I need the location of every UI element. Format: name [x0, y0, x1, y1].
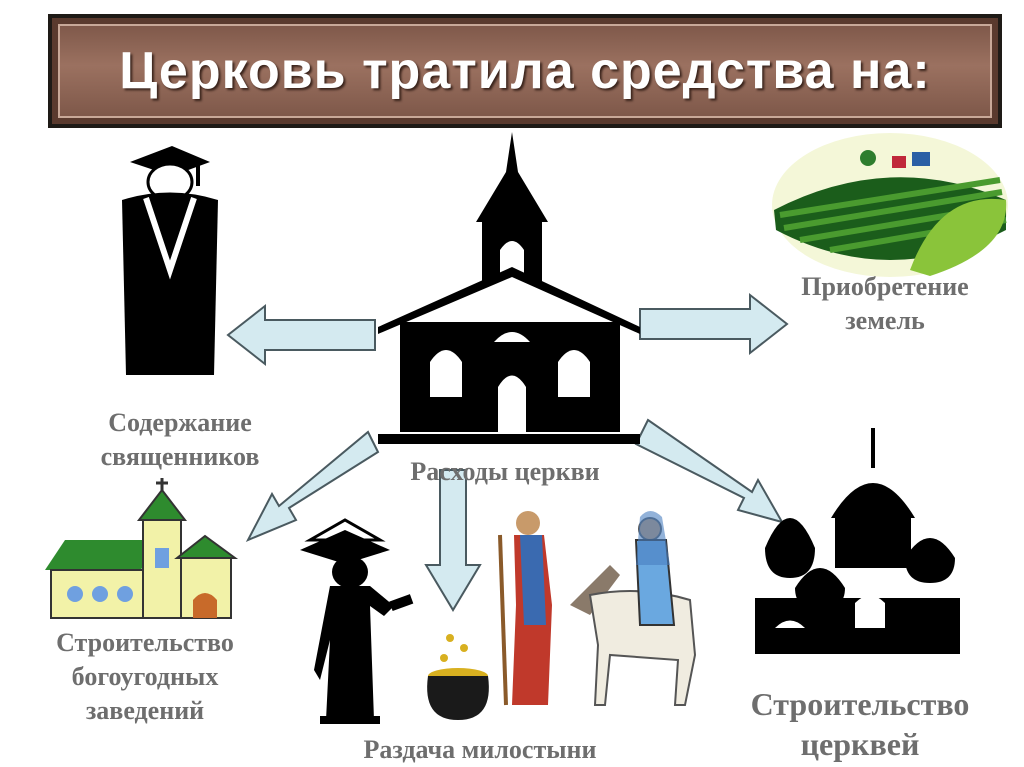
label-churches: Строительство церквей: [710, 684, 1010, 764]
label-alms: Раздача милостыни: [363, 735, 597, 764]
page-title: Церковь тратила средства на:: [119, 42, 931, 100]
gold-pot-icon: [427, 634, 489, 720]
label-priests-line2: священников: [100, 441, 260, 471]
label-churches-line1: Строительство: [750, 686, 970, 722]
cathedral-icon: [755, 428, 960, 654]
title-banner: Церковь тратила средства на:: [48, 14, 1002, 128]
label-lands: Приобретение земель: [760, 270, 1010, 338]
charity-building-icon: [45, 478, 239, 619]
almsgiver-icon: [300, 518, 414, 724]
pilgrims-icon: [498, 511, 697, 706]
label-churches-line2: церквей: [800, 726, 920, 762]
farmland-icon: [772, 133, 1008, 277]
label-charity-buildings-line1: Строительство: [56, 628, 234, 657]
arrow-to-alms: [424, 469, 482, 612]
arrow-to-charity-buildings: [245, 430, 380, 542]
label-priests-line1: Содержание: [108, 408, 252, 437]
label-charity-buildings: Строительство богоугодных заведений: [10, 626, 280, 727]
label-charity-buildings-line2: богоугодных: [71, 661, 219, 691]
label-charity-buildings-line3: заведений: [85, 695, 205, 725]
label-priests: Содержание священников: [60, 406, 300, 474]
priest-icon: [122, 146, 218, 375]
arrow-to-priests: [226, 303, 376, 367]
church-icon: [378, 132, 640, 444]
label-center: Расходы церкви: [410, 457, 600, 486]
label-lands-line1: Приобретение: [801, 272, 969, 301]
arrow-to-lands: [639, 292, 789, 356]
label-lands-line2: земель: [845, 305, 925, 335]
arrow-to-churches: [634, 418, 785, 524]
